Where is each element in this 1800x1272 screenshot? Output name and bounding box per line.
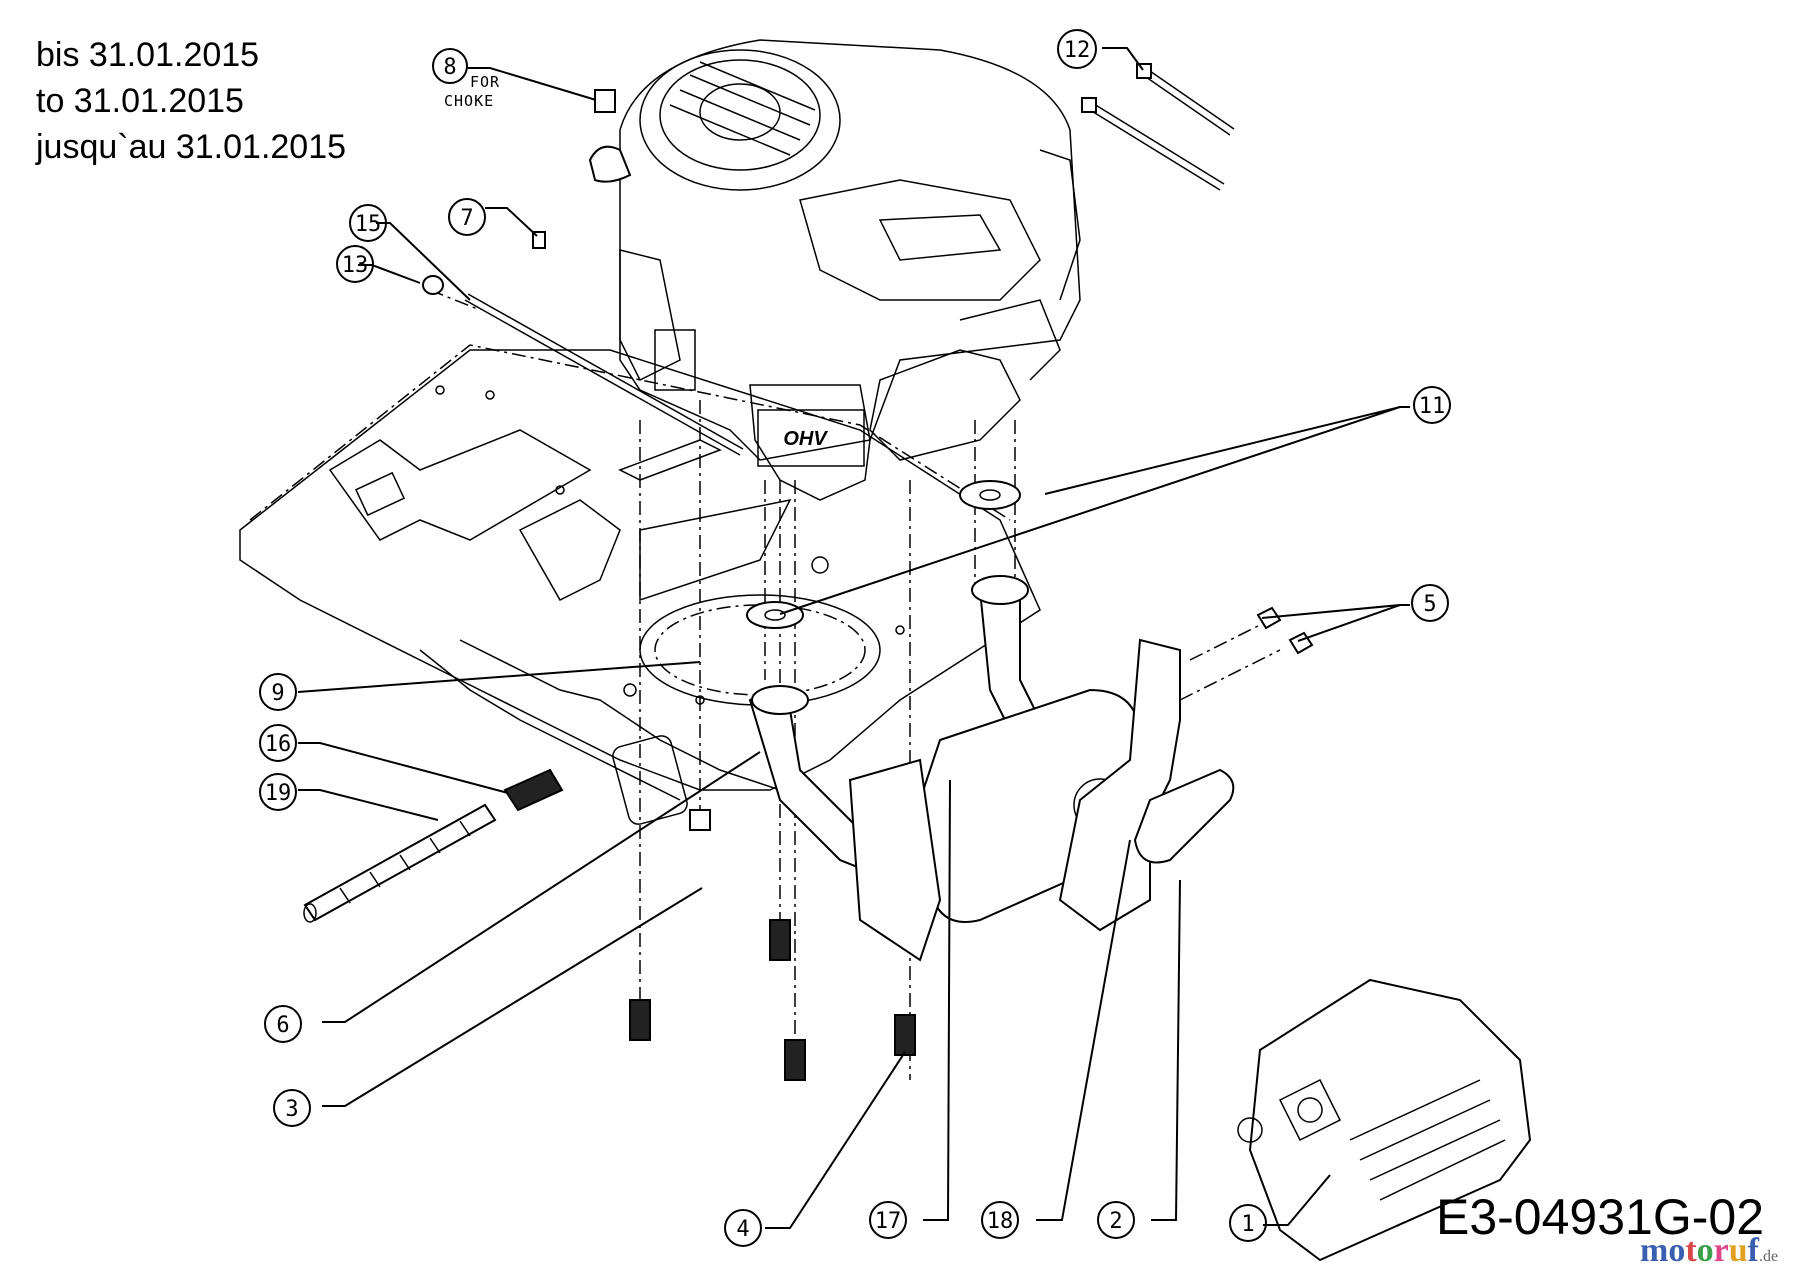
svg-text:9: 9 bbox=[271, 681, 284, 706]
svg-text:13: 13 bbox=[342, 253, 369, 278]
fuel-filter bbox=[503, 768, 564, 812]
watermark-letter: t bbox=[1685, 1232, 1697, 1269]
validity-line-en: to 31.01.2015 bbox=[36, 82, 244, 120]
svg-text:16: 16 bbox=[265, 732, 292, 757]
svg-text:6: 6 bbox=[276, 1013, 289, 1038]
leader-lines bbox=[297, 47, 1410, 1229]
validity-line-de: bis 31.01.2015 bbox=[36, 36, 260, 74]
drawing-id: E3-04931G-02 bbox=[1436, 1189, 1765, 1245]
callout-1: 1 bbox=[1229, 1204, 1267, 1242]
watermark-suffix: .de bbox=[1759, 1248, 1779, 1265]
watermark-letter: u bbox=[1728, 1232, 1748, 1269]
cable-ties bbox=[1081, 63, 1235, 191]
callout-19: 19 bbox=[259, 773, 297, 811]
callout-4: 4 bbox=[724, 1209, 762, 1247]
choke-note-line1: FOR bbox=[470, 73, 500, 91]
callout-17: 17 bbox=[869, 1201, 907, 1239]
callout-16: 16 bbox=[259, 724, 297, 762]
callout-5: 5 bbox=[1411, 584, 1449, 622]
callout-18: 18 bbox=[981, 1201, 1019, 1239]
watermark-letter: r bbox=[1713, 1232, 1729, 1269]
callout-2: 2 bbox=[1097, 1201, 1135, 1239]
validity-line-fr: jusqu`au 31.01.2015 bbox=[36, 128, 347, 166]
svg-text:12: 12 bbox=[1064, 38, 1091, 63]
svg-text:18: 18 bbox=[987, 1209, 1014, 1234]
callout-3: 3 bbox=[273, 1089, 311, 1127]
callout-8: 8 bbox=[432, 48, 468, 84]
gasket-upper bbox=[959, 480, 1021, 510]
callout-9: 9 bbox=[259, 673, 297, 711]
svg-text:15: 15 bbox=[355, 212, 382, 237]
watermark-text: motoruf bbox=[1640, 1232, 1759, 1269]
svg-text:4: 4 bbox=[736, 1217, 749, 1242]
svg-text:2: 2 bbox=[1109, 1209, 1122, 1234]
callout-12: 12 bbox=[1057, 29, 1097, 69]
exhaust-deflector bbox=[1133, 768, 1235, 864]
engine: OHV bbox=[588, 39, 1081, 501]
validity-note: bis 31.01.2015 to 31.01.2015 jusqu`au 31… bbox=[36, 32, 346, 170]
svg-text:3: 3 bbox=[285, 1097, 298, 1122]
fuel-hose bbox=[303, 803, 497, 923]
callout-7: 7 bbox=[448, 198, 486, 236]
exhaust-assembly bbox=[746, 480, 1235, 962]
watermark-letter: m bbox=[1640, 1232, 1669, 1269]
callout-15: 15 bbox=[349, 204, 387, 242]
fasteners bbox=[422, 89, 1314, 1081]
callout-6: 6 bbox=[264, 1005, 302, 1043]
ohv-badge: OHV bbox=[783, 428, 828, 450]
choke-note-line2: CHOKE bbox=[444, 92, 494, 110]
svg-text:5: 5 bbox=[1423, 592, 1436, 617]
watermark-letter: o bbox=[1668, 1232, 1686, 1269]
gasket-lower bbox=[746, 601, 804, 629]
exhaust-flange-right bbox=[971, 575, 1029, 605]
svg-text:1: 1 bbox=[1241, 1212, 1254, 1237]
exhaust-flange-left bbox=[751, 685, 809, 715]
svg-text:7: 7 bbox=[460, 206, 473, 231]
watermark-letter: o bbox=[1696, 1232, 1714, 1269]
callout-11: 11 bbox=[1413, 386, 1451, 424]
callout-13: 13 bbox=[336, 245, 374, 283]
svg-text:11: 11 bbox=[1419, 394, 1446, 419]
heat-shield bbox=[1237, 978, 1532, 1262]
fuel-line bbox=[464, 293, 744, 456]
watermark-letter: f bbox=[1747, 1232, 1759, 1269]
svg-text:19: 19 bbox=[265, 781, 292, 806]
watermark-logo: motoruf.de bbox=[1640, 1232, 1778, 1270]
svg-text:8: 8 bbox=[443, 55, 456, 80]
svg-text:17: 17 bbox=[875, 1209, 902, 1234]
